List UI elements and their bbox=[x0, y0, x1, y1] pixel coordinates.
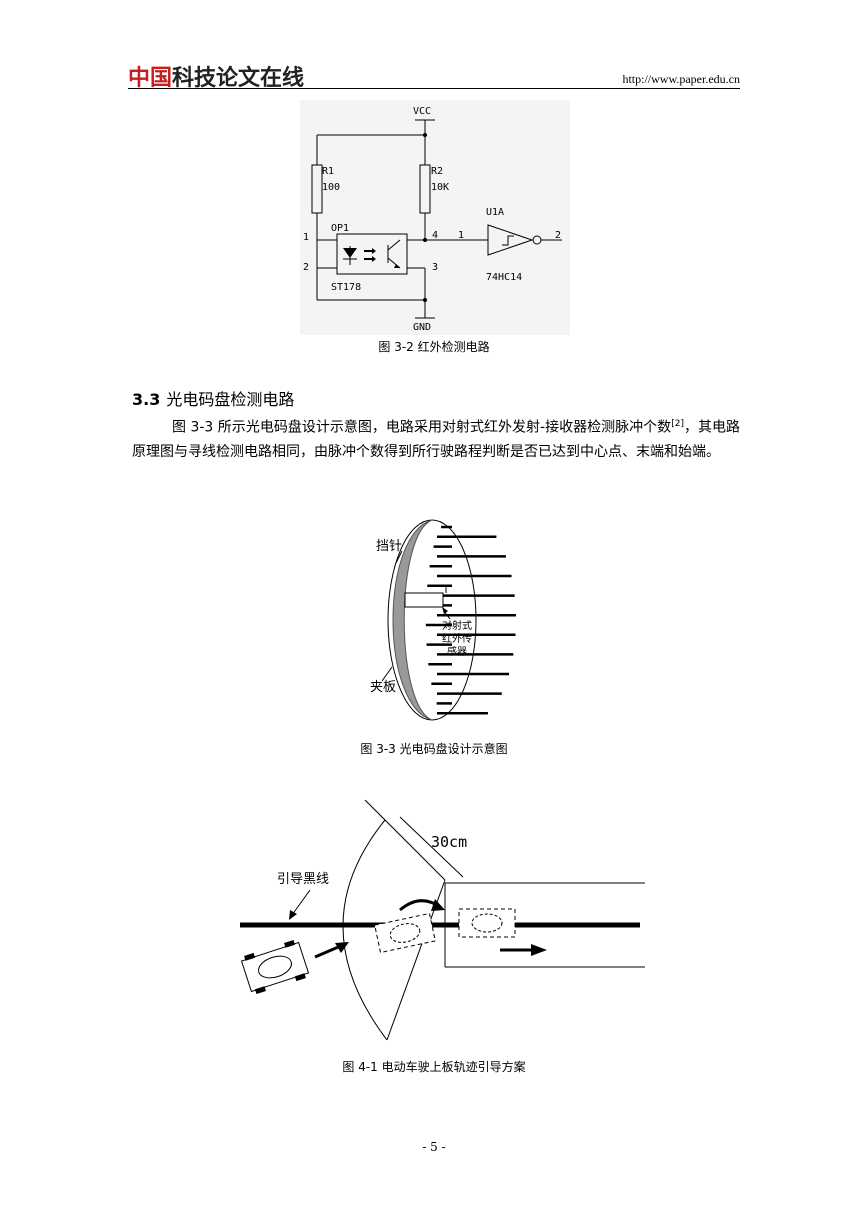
label-u1a: U1A bbox=[486, 207, 504, 218]
label-pin: 挡针 bbox=[376, 539, 402, 554]
section-number: 3.3 bbox=[132, 390, 161, 409]
label-pin1-in: 1 bbox=[458, 230, 464, 241]
paragraph-text: 图 3-3 所示光电码盘设计示意图，电路采用对射式红外发射-接收器检测脉冲个数 bbox=[172, 419, 672, 436]
label-st178: ST178 bbox=[331, 282, 361, 293]
header-url[interactable]: http://www.paper.edu.cn bbox=[622, 72, 740, 86]
figure-3-3-caption: 图 3-3 光电码盘设计示意图 bbox=[360, 742, 508, 756]
label-pin2-left: 2 bbox=[303, 262, 309, 273]
figure-4-1-track-guidance: 30cm 引导黑线 bbox=[240, 799, 645, 1041]
label-sensor-1: 对射式 bbox=[442, 619, 472, 632]
label-r2-value: 10K bbox=[431, 182, 449, 193]
body-paragraph: 图 3-3 所示光电码盘设计示意图，电路采用对射式红外发射-接收器检测脉冲个数[… bbox=[132, 412, 740, 464]
section-heading: 3.3 光电码盘检测电路 bbox=[132, 386, 294, 410]
figure-3-2-caption: 图 3-2 红外检测电路 bbox=[378, 340, 490, 354]
label-board: 夹板 bbox=[370, 680, 396, 695]
label-vcc: VCC bbox=[413, 106, 431, 117]
label-op1: OP1 bbox=[331, 223, 349, 234]
disc-slots bbox=[425, 525, 516, 715]
label-gnd: GND bbox=[413, 322, 431, 333]
label-distance: 30cm bbox=[431, 833, 467, 851]
label-chip: 74HC14 bbox=[486, 272, 522, 283]
header-divider bbox=[128, 88, 740, 89]
logo-red-text: 中国 bbox=[128, 66, 173, 91]
label-sensor-2: 红外传 bbox=[442, 632, 472, 645]
figure-3-2-circuit: VCC GND R1 100 R2 10K U1A OP1 ST178 74HC… bbox=[300, 100, 570, 335]
label-r1: R1 bbox=[322, 166, 334, 177]
section-title: 光电码盘检测电路 bbox=[166, 390, 295, 409]
figure-3-3-code-disc: 挡针 对射式 红外传 感器 夹板 bbox=[370, 519, 516, 721]
label-r2: R2 bbox=[431, 166, 443, 177]
label-pin4: 4 bbox=[432, 230, 438, 241]
paragraph-text-2: ，其电路原理图与寻线检测电路相同，由脉冲个数得到所行驶路程判断是否已达到中心点、… bbox=[132, 419, 740, 460]
label-guide-line: 引导黑线 bbox=[277, 872, 329, 887]
citation[interactable]: [2] bbox=[671, 419, 684, 429]
page-number: - 5 - bbox=[422, 1140, 446, 1154]
site-logo: 中国科技论文在线 bbox=[128, 60, 304, 92]
label-pin1-left: 1 bbox=[303, 232, 309, 243]
label-pin2-out: 2 bbox=[555, 230, 561, 241]
label-pin3: 3 bbox=[432, 262, 438, 273]
label-r1-value: 100 bbox=[322, 182, 340, 193]
label-sensor-3: 感器 bbox=[447, 645, 467, 658]
figure-4-1-caption: 图 4-1 电动车驶上板轨迹引导方案 bbox=[342, 1060, 526, 1074]
logo-dark-text: 科技论文在线 bbox=[172, 66, 305, 91]
